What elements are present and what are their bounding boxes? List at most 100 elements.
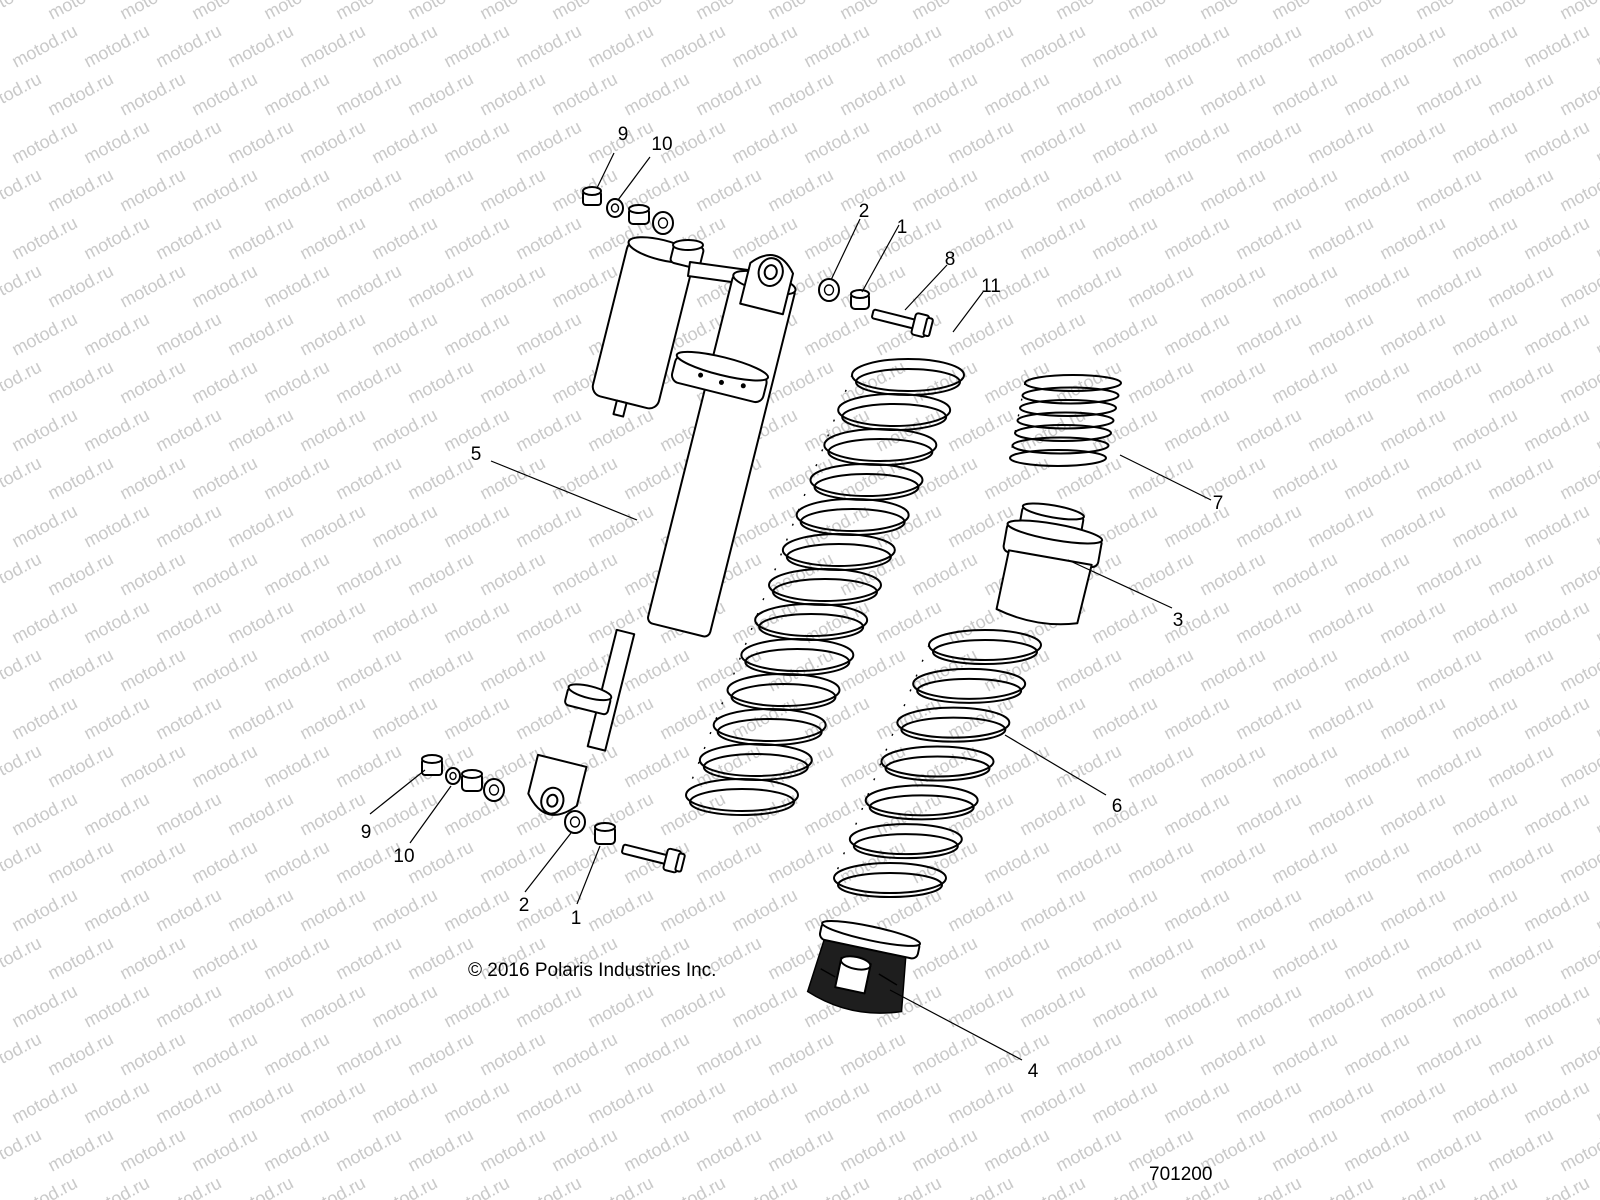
watermark-text: motod.ru: [152, 1173, 224, 1200]
watermark-text: motod.ru: [1304, 21, 1376, 72]
watermark-text: motod.ru: [1124, 549, 1196, 600]
watermark-text: motod.ru: [980, 165, 1052, 216]
watermark-text: motod.ru: [116, 549, 188, 600]
spring-coil: [864, 784, 979, 817]
watermark-text: motod.ru: [1376, 885, 1448, 936]
watermark-text: motod.ru: [1088, 405, 1160, 456]
watermark-text: motod.ru: [836, 837, 908, 888]
preload-collar: [670, 350, 770, 404]
watermark-text: motod.ru: [836, 261, 908, 312]
bushing-1-lower: [594, 822, 616, 845]
spring-coil: [912, 667, 1027, 700]
watermark-text: motod.ru: [80, 213, 152, 264]
watermark-text: motod.ru: [836, 357, 908, 408]
watermark-text: motod.ru: [1520, 405, 1592, 456]
watermark-text: motod.ru: [44, 549, 116, 600]
watermark-text: motod.ru: [224, 597, 296, 648]
watermark-text: motod.ru: [728, 981, 800, 1032]
watermark-text: motod.ru: [440, 501, 512, 552]
watermark-text: motod.ru: [116, 1125, 188, 1176]
watermark-text: motod.ru: [1160, 309, 1232, 360]
watermark-text: motod.ru: [404, 69, 476, 120]
watermark-text: motod.ru: [584, 1077, 656, 1128]
watermark-text: motod.ru: [260, 741, 332, 792]
watermark-text: motod.ru: [836, 741, 908, 792]
watermark-text: motod.ru: [836, 645, 908, 696]
watermark-text: motod.ru: [1556, 1029, 1600, 1080]
watermark-text: motod.ru: [1232, 405, 1304, 456]
watermark-text: motod.ru: [0, 165, 45, 216]
watermark-text: motod.ru: [0, 69, 45, 120]
watermark-text: motod.ru: [1196, 837, 1268, 888]
watermark-text: motod.ru: [1340, 357, 1412, 408]
watermark-text: motod.ru: [1520, 117, 1592, 168]
watermark-text: motod.ru: [1340, 645, 1412, 696]
watermark-text: motod.ru: [296, 405, 368, 456]
watermark-text: motod.ru: [1232, 1077, 1304, 1128]
watermark-text: motod.ru: [188, 837, 260, 888]
watermark-text: motod.ru: [1088, 117, 1160, 168]
watermark-text: motod.ru: [440, 117, 512, 168]
watermark-text: motod.ru: [692, 165, 764, 216]
watermark-text: motod.ru: [224, 1077, 296, 1128]
watermark-text: motod.ru: [0, 741, 45, 792]
watermark-text: motod.ru: [440, 1173, 512, 1200]
watermark-text: motod.ru: [368, 885, 440, 936]
spring-coil: [726, 673, 841, 707]
washer-2-lower: [564, 810, 586, 834]
watermark-text: motod.ru: [620, 1125, 692, 1176]
watermark-text: motod.ru: [116, 357, 188, 408]
watermark-text: motod.ru: [800, 1077, 872, 1128]
watermark-text: motod.ru: [1340, 453, 1412, 504]
callout-7: 7: [1213, 493, 1224, 514]
spring-coil: [1021, 386, 1120, 405]
copyright-notice: © 2016 Polaris Industries Inc.: [468, 960, 716, 981]
watermark-text: motod.ru: [1376, 789, 1448, 840]
watermark-text: motod.ru: [1052, 261, 1124, 312]
spring-coil: [1011, 436, 1110, 455]
spring-coil: [685, 778, 799, 812]
spring-coil: [698, 743, 813, 777]
watermark-text: motod.ru: [512, 597, 584, 648]
spring-coil: [1016, 411, 1115, 430]
watermark-text: motod.ru: [980, 0, 1052, 24]
watermark-text: motod.ru: [1088, 693, 1160, 744]
watermark-text: motod.ru: [980, 69, 1052, 120]
watermark-text: motod.ru: [476, 0, 548, 24]
watermark-text: motod.ru: [1412, 1029, 1484, 1080]
watermark-text: motod.ru: [1592, 21, 1600, 72]
watermark-text: motod.ru: [656, 21, 728, 72]
watermark-text: motod.ru: [1304, 789, 1376, 840]
watermark-text: motod.ru: [80, 597, 152, 648]
watermark-text: motod.ru: [152, 117, 224, 168]
watermark-text: motod.ru: [800, 789, 872, 840]
watermark-text: motod.ru: [908, 1029, 980, 1080]
watermark-text: motod.ru: [80, 981, 152, 1032]
spring-envelope: [685, 374, 853, 796]
hardware-lower-right: [564, 810, 686, 874]
watermark-text: motod.ru: [872, 21, 944, 72]
spring-coil: [833, 862, 947, 894]
watermark-text: motod.ru: [152, 309, 224, 360]
watermark-text: motod.ru: [332, 165, 404, 216]
spring-coil: [896, 706, 1011, 739]
watermark-text: motod.ru: [8, 1173, 80, 1200]
watermark-text: motod.ru: [1592, 405, 1600, 456]
watermark-text: motod.ru: [836, 1125, 908, 1176]
tender-spring: [833, 629, 1042, 898]
watermark-text: motod.ru: [8, 597, 80, 648]
watermark-text: motod.ru: [80, 1173, 152, 1200]
watermark-text: motod.ru: [1556, 0, 1600, 24]
watermark-text: motod.ru: [260, 933, 332, 984]
watermark-text: motod.ru: [224, 981, 296, 1032]
watermark-text: motod.ru: [368, 789, 440, 840]
watermark-text: motod.ru: [1448, 981, 1520, 1032]
watermark-text: motod.ru: [80, 1077, 152, 1128]
watermark-text: motod.ru: [1016, 1077, 1088, 1128]
watermark-text: motod.ru: [1340, 165, 1412, 216]
watermark-text: motod.ru: [476, 1029, 548, 1080]
watermark-text: motod.ru: [944, 309, 1016, 360]
watermark-text: motod.ru: [1124, 453, 1196, 504]
watermark-text: motod.ru: [620, 0, 692, 24]
watermark-text: motod.ru: [1016, 693, 1088, 744]
